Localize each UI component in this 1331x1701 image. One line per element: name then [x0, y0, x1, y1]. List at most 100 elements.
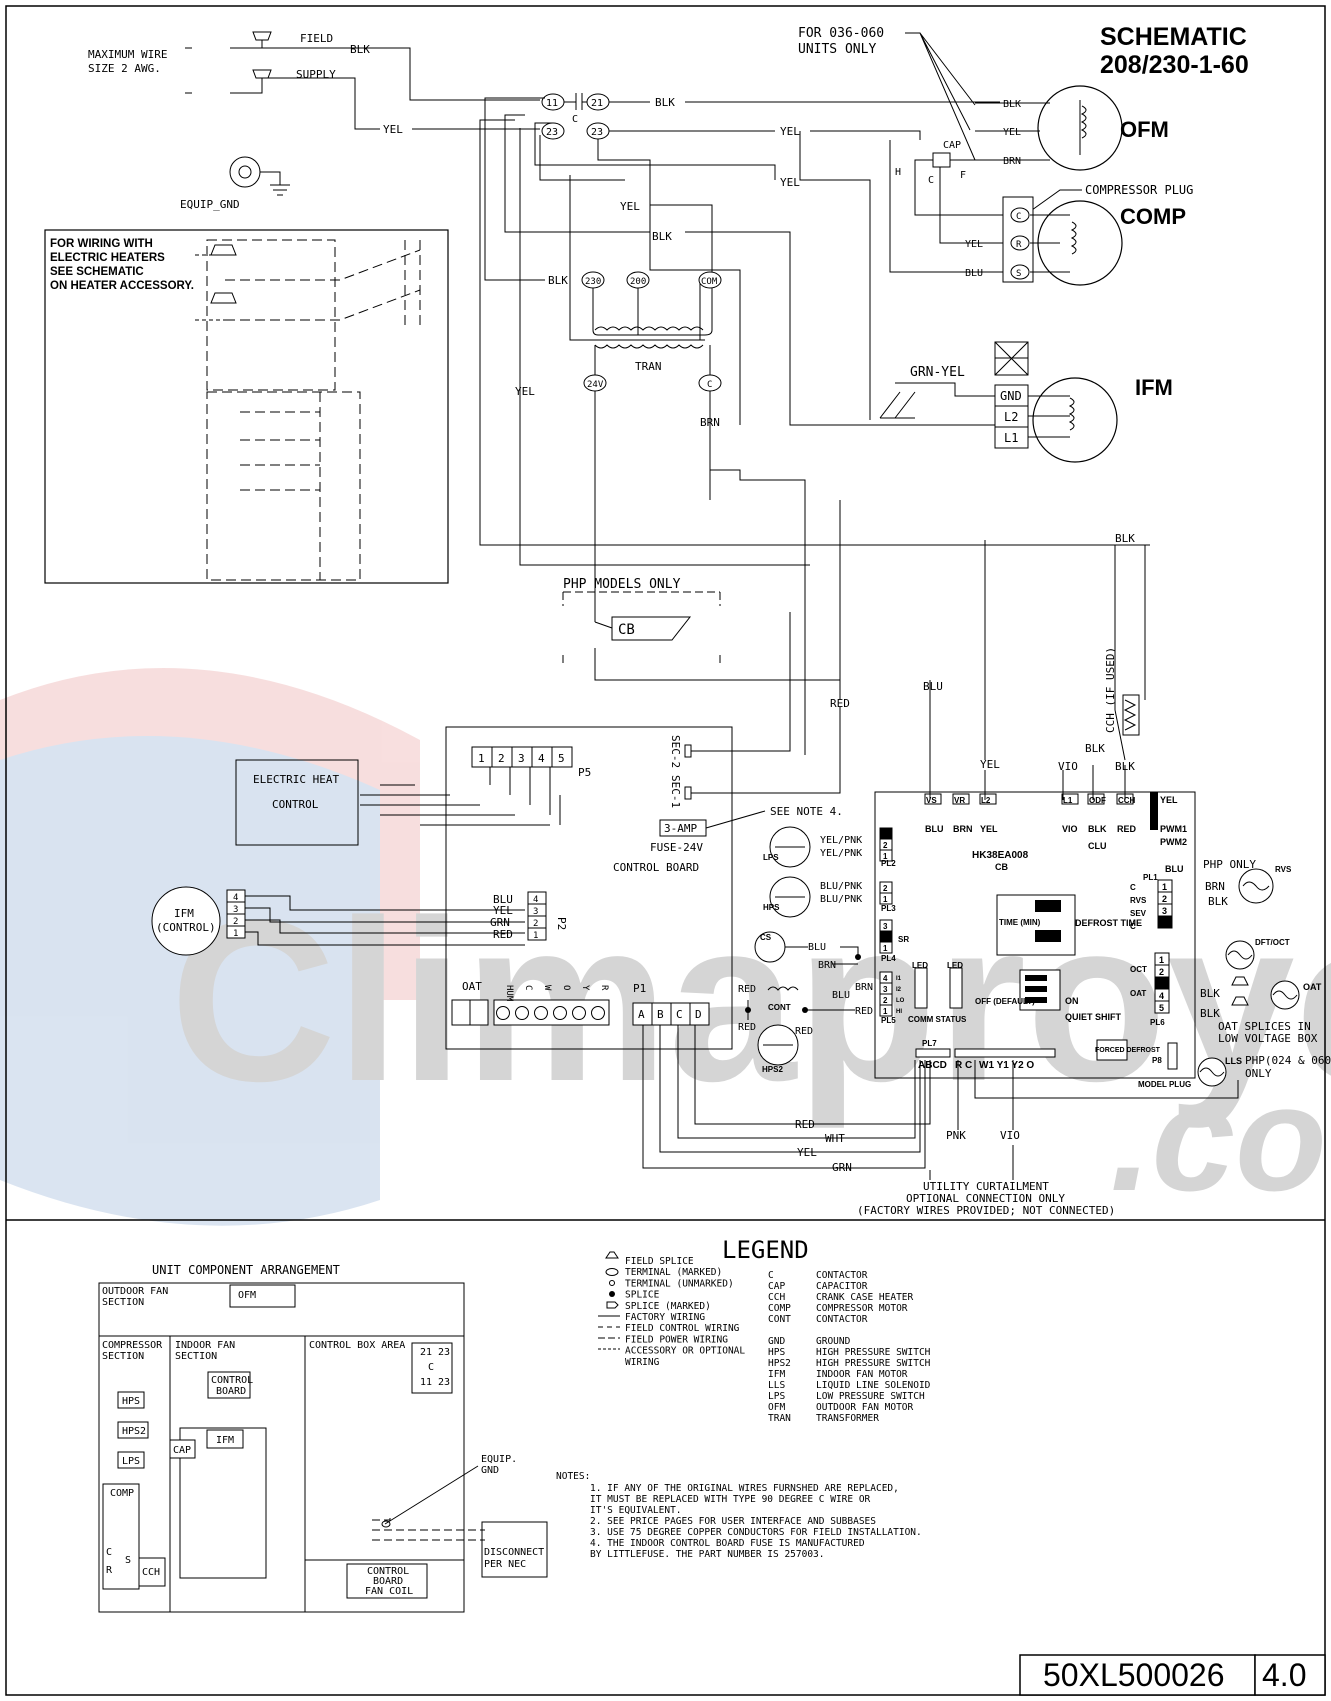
comp-wire: BLU: [965, 268, 983, 279]
sheet-border: [5, 5, 1326, 1696]
pl1-pin-number: 1: [1162, 882, 1167, 892]
board-terminal-label: ODF: [1089, 796, 1106, 805]
schematic-title: SCHEMATIC 208/230-1-60: [1100, 23, 1249, 79]
pwm1: PWM1: [1160, 824, 1187, 834]
board-pin-label: 1: [883, 895, 888, 904]
hps-wire: BLU/PNK: [820, 894, 862, 905]
thermostat-terminal-label: O: [561, 985, 571, 990]
board-pin: [879, 930, 893, 943]
heater-note-4: ON HEATER ACCESSORY.: [50, 280, 194, 292]
line-terminals: 11 C 21 23 23: [541, 93, 610, 140]
legend-symbol-label: TERMINAL (MARKED): [625, 1267, 722, 1278]
term-23a: 23: [546, 127, 558, 138]
notes-lines: 1. IF ANY OF THE ORIGINAL WIRES FURNSHED…: [590, 1483, 922, 1560]
legend-abbr-key: HPS: [768, 1347, 785, 1358]
pl3: PL3: [881, 904, 896, 913]
comp-label: COMP: [1120, 204, 1186, 229]
field-label: FIELD: [300, 32, 333, 45]
p2-pin-label: 2: [533, 919, 538, 929]
red-wire-label: RED: [830, 697, 850, 710]
thermostat-terminal: [591, 1006, 605, 1020]
board-pin-label: 4: [883, 974, 888, 983]
php-cb-block: PHP MODELS ONLY CB RED: [562, 577, 850, 710]
board-terminal-label: VS: [926, 796, 937, 805]
p5-pin-label: 1: [478, 752, 485, 765]
p2-wire: GRN: [490, 916, 510, 929]
control-wiring: [929, 540, 1146, 800]
ofm-wire: YEL: [1003, 127, 1021, 138]
arr-ofm: OFM: [238, 1290, 256, 1301]
ifm-control-pin-label: 2: [233, 917, 238, 927]
cont-wire: RED: [855, 1006, 873, 1017]
cont-label: CONT: [768, 1003, 791, 1012]
lls-note-1: PHP(024 & 060): [1245, 1054, 1331, 1067]
defrost-time: DEFROST TIME: [1075, 918, 1142, 928]
pl6-pin-label: OAT: [1130, 989, 1146, 998]
wire-label: YEL: [515, 385, 535, 398]
p1-pin-label: A: [638, 1008, 645, 1021]
board-terminal-label: L1: [1063, 796, 1073, 805]
arr-hps: HPS: [122, 1396, 140, 1407]
ifm-label: IFM: [1135, 375, 1173, 400]
arrangement-title: UNIT COMPONENT ARRANGEMENT: [152, 1263, 340, 1277]
p1-wire: RED: [795, 1118, 815, 1131]
php-only: PHP ONLY: [1203, 858, 1256, 871]
max-wire-label: MAXIMUM WIRE: [88, 48, 167, 61]
board-pin-label: 1: [883, 944, 888, 953]
board-terminal: [952, 793, 970, 805]
legend-abbr-value: CONTACTOR: [816, 1314, 868, 1325]
legend-abbr-key: C: [768, 1270, 774, 1281]
board-pin-label: 2: [883, 996, 888, 1005]
control-wire-labels: BLU YEL VIO BLK BLK BLK: [923, 532, 1135, 773]
transformer: 230 200 COM TRAN 24V C BRN: [581, 271, 841, 755]
legend-abbr-value: INDOOR FAN MOTOR: [816, 1369, 908, 1380]
legend-symbol-label: SPLICE: [625, 1290, 660, 1301]
arr-cap: CAP: [173, 1445, 191, 1456]
pwm2: PWM2: [1160, 837, 1187, 847]
arr-hps2: HPS2: [122, 1426, 146, 1437]
arr-ifm: IFM: [216, 1435, 234, 1446]
fuse-amp: 3-AMP: [664, 822, 697, 835]
legend-abbr-value: COMPRESSOR MOTOR: [816, 1303, 908, 1314]
legend-title: LEGEND: [722, 1236, 809, 1264]
board-wire: VIO: [1058, 760, 1078, 773]
ifm-control-pin-label: 3: [233, 905, 238, 915]
board-terminal: [1061, 793, 1079, 805]
board-terminal-wire: RED: [1117, 824, 1137, 834]
legend-abbr-value: CRANK CASE HEATER: [816, 1292, 914, 1303]
term-24v: 24V: [587, 380, 604, 390]
arr-section: SECTION: [102, 1297, 144, 1308]
legend-abbr-key: TRAN: [768, 1413, 791, 1424]
board-terminal: [1087, 793, 1105, 805]
oat-splices-2: LOW VOLTAGE BOX: [1218, 1032, 1318, 1045]
p2-wire: BLU: [493, 893, 513, 906]
cap-f: F: [960, 170, 966, 181]
pl1-pin-label: C: [1130, 922, 1136, 931]
fuse-line1: FUSE-24V: [650, 841, 703, 854]
p5-pin: [551, 746, 573, 768]
legend-symbol-label: FIELD POWER WIRING: [625, 1334, 728, 1345]
doc-number-box: 50XL500026 4.0: [1019, 1654, 1326, 1696]
notes: NOTES: 1. IF ANY OF THE ORIGINAL WIRES F…: [556, 1471, 922, 1560]
term-200: 200: [630, 277, 646, 287]
max-wire-size: SIZE 2 AWG.: [88, 62, 161, 75]
p2-pin: [527, 927, 547, 941]
p1-wiring: [642, 1025, 1014, 1180]
splice-icon: [609, 1291, 615, 1297]
utility-wire: VIO: [1000, 1129, 1020, 1142]
dft-oct: DFT/OCT: [1255, 938, 1290, 947]
ofm-label: OFM: [1120, 117, 1169, 142]
board-terminal-wire: YEL: [980, 824, 998, 834]
pl6-pin-number: 1: [1159, 955, 1164, 965]
legend-symbol-label: FIELD CONTROL WIRING: [625, 1323, 740, 1334]
pressure-switches: LPS YEL/PNK YEL/PNK HPS BLU/PNK BLU/PNK …: [738, 826, 873, 1074]
utility-wire: PNK: [946, 1129, 966, 1142]
board-clu: CLU: [1088, 841, 1107, 851]
terminal-unmarked-icon: [609, 1280, 615, 1286]
p5-pin-label: 2: [498, 752, 505, 765]
p5-pin-label: 3: [518, 752, 525, 765]
